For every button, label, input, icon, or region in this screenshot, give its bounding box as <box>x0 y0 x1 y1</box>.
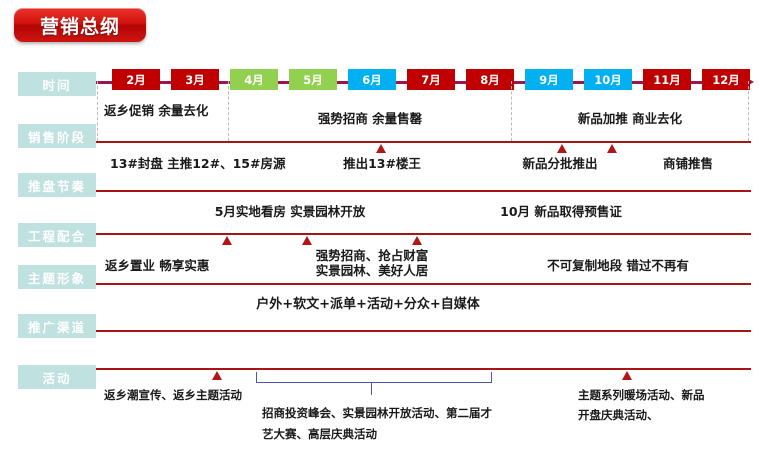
month-box-2[interactable]: 3月 <box>171 69 219 90</box>
month-box-7[interactable]: 8月 <box>466 69 514 90</box>
marker-activity-1 <box>212 371 222 380</box>
month-box-1[interactable]: 2月 <box>112 69 160 90</box>
launch-rhythm-item-4: 商铺推售 <box>662 156 714 171</box>
launch-rhythm-item-1: 13#封盘 主推12#、15#房源 <box>110 156 286 171</box>
page-title: 营销总纲 <box>39 15 120 38</box>
channels-text: 户外+软文+派单+活动+分众+自媒体 <box>256 297 480 312</box>
page-title-badge: 营销总纲 <box>14 8 146 42</box>
month-box-3[interactable]: 4月 <box>230 69 278 90</box>
engineering-item-1: 5月实地看房 实景园林开放 <box>214 204 366 219</box>
row-label-activities[interactable]: 活动 <box>18 365 96 389</box>
activity-group-bracket <box>256 372 492 383</box>
month-box-11[interactable]: 12月 <box>702 69 750 90</box>
marker-launch-3 <box>607 144 617 153</box>
rule-channels <box>96 330 751 332</box>
marker-launch-1 <box>376 144 386 153</box>
theme-image-item-2-line1: 强势招商、抢占财富 <box>315 248 429 263</box>
sales-stage-item-2: 强势招商 余量售罄 <box>317 111 423 126</box>
activity-note-middle-line1: 招商投资峰会、实景园林开放活动、第二届才 <box>262 406 492 420</box>
marker-activity-2 <box>622 371 632 380</box>
row-label-time[interactable]: 时间 <box>18 72 96 96</box>
month-box-8[interactable]: 9月 <box>525 69 573 90</box>
activity-group-bracket-stem <box>371 383 372 395</box>
rule-sales-stage <box>96 141 751 143</box>
sales-stage-item-1: 返乡促销 余量去化 <box>104 103 209 118</box>
rule-engineering <box>96 233 751 235</box>
activity-note-left: 返乡潮宣传、返乡主题活动 <box>104 388 242 402</box>
phase-divider-2 <box>228 81 229 141</box>
activity-note-right-line2: 开盘庆典活动、 <box>578 408 659 422</box>
rule-theme-image <box>96 283 751 285</box>
theme-image-item-2-line2: 实景园林、美好人居 <box>315 263 429 278</box>
row-label-engineering[interactable]: 工程配合 <box>18 223 96 247</box>
month-box-5[interactable]: 6月 <box>348 69 396 90</box>
row-label-theme-image[interactable]: 主题形象 <box>18 265 96 289</box>
activity-note-right-line1: 主题系列暖场活动、新品 <box>578 388 705 402</box>
engineering-item-2: 10月 新品取得预售证 <box>500 204 622 219</box>
theme-image-item-3: 不可复制地段 错过不再有 <box>547 258 689 273</box>
rule-launch-rhythm <box>96 190 751 192</box>
rule-activities <box>96 368 751 370</box>
month-box-10[interactable]: 11月 <box>643 69 691 90</box>
phase-divider-1 <box>97 81 98 141</box>
activity-note-middle-line2: 艺大赛、高层庆典活动 <box>262 427 377 441</box>
marker-launch-2 <box>557 144 567 153</box>
month-box-6[interactable]: 7月 <box>407 69 455 90</box>
theme-image-item-1: 返乡置业 畅享实惠 <box>105 258 210 273</box>
marker-theme-3 <box>412 236 422 245</box>
row-label-sales-stage[interactable]: 销售阶段 <box>18 124 96 148</box>
row-label-launch-rhythm[interactable]: 推盘节奏 <box>18 173 96 197</box>
launch-rhythm-item-2: 推出13#楼王 <box>343 156 421 171</box>
month-box-9[interactable]: 10月 <box>584 69 632 90</box>
marker-theme-1 <box>222 236 232 245</box>
launch-rhythm-item-3: 新品分批推出 <box>522 156 598 171</box>
phase-divider-4 <box>748 81 749 141</box>
sales-stage-item-3: 新品加推 商业去化 <box>577 111 683 126</box>
marker-theme-2 <box>302 236 312 245</box>
phase-divider-3 <box>511 81 512 141</box>
row-label-channels[interactable]: 推广渠道 <box>18 314 96 338</box>
month-box-4[interactable]: 5月 <box>289 69 337 90</box>
